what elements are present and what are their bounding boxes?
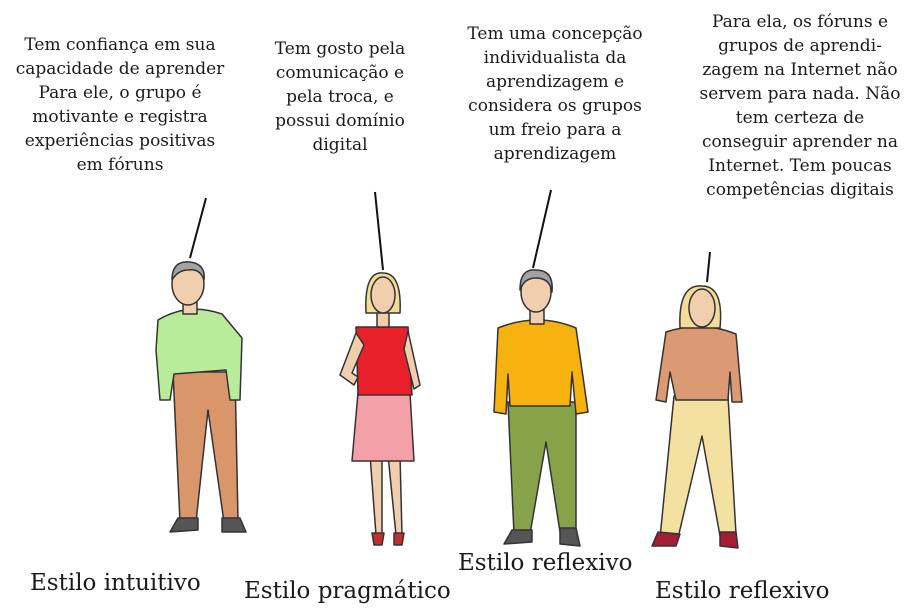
pointer-line-reflexive-man xyxy=(532,189,552,269)
person-intuitive-man xyxy=(155,261,247,533)
right-shoe xyxy=(719,531,739,549)
pants xyxy=(172,371,239,523)
label-reflexive-woman: Estilo reflexivo xyxy=(655,578,830,604)
legs xyxy=(369,454,403,536)
right-shoe xyxy=(393,532,405,546)
description-reflexive-man: Tem uma concepção individualista da apre… xyxy=(467,24,643,164)
skirt xyxy=(351,392,415,462)
person-reflexive-woman xyxy=(651,285,743,549)
hair xyxy=(171,261,205,281)
right-shoe xyxy=(221,517,247,533)
person-reflexive-man xyxy=(493,269,589,547)
top xyxy=(355,326,413,396)
pointer-line-intuitive xyxy=(189,197,207,259)
person-pragmatic-woman xyxy=(339,272,421,546)
shirt xyxy=(493,319,589,415)
left-shoe xyxy=(651,531,681,547)
left-shoe xyxy=(371,532,385,546)
pointer-line-reflexive-woman xyxy=(706,251,711,283)
pointer-line-pragmatic xyxy=(374,191,384,271)
left-shoe xyxy=(503,529,533,545)
top xyxy=(655,325,743,403)
head xyxy=(370,276,396,314)
description-reflexive-woman: Para ela, os fóruns e grupos de aprendi-… xyxy=(699,12,901,200)
pants xyxy=(507,401,577,535)
label-pragmatic: Estilo pragmático xyxy=(244,578,451,604)
description-intuitive: Tem confiança em sua capacidade de apren… xyxy=(15,35,225,175)
right-shoe xyxy=(559,527,581,547)
left-arm xyxy=(339,332,365,386)
label-reflexive-man: Estilo reflexivo xyxy=(458,550,633,576)
hair xyxy=(519,269,553,293)
label-intuitive: Estilo intuitivo xyxy=(30,570,201,596)
pants xyxy=(659,395,737,539)
description-pragmatic: Tem gosto pela comunicação e pela troca,… xyxy=(274,39,406,155)
shirt xyxy=(155,308,243,401)
left-shoe xyxy=(169,517,199,533)
head xyxy=(688,288,716,328)
right-arm xyxy=(403,330,421,390)
